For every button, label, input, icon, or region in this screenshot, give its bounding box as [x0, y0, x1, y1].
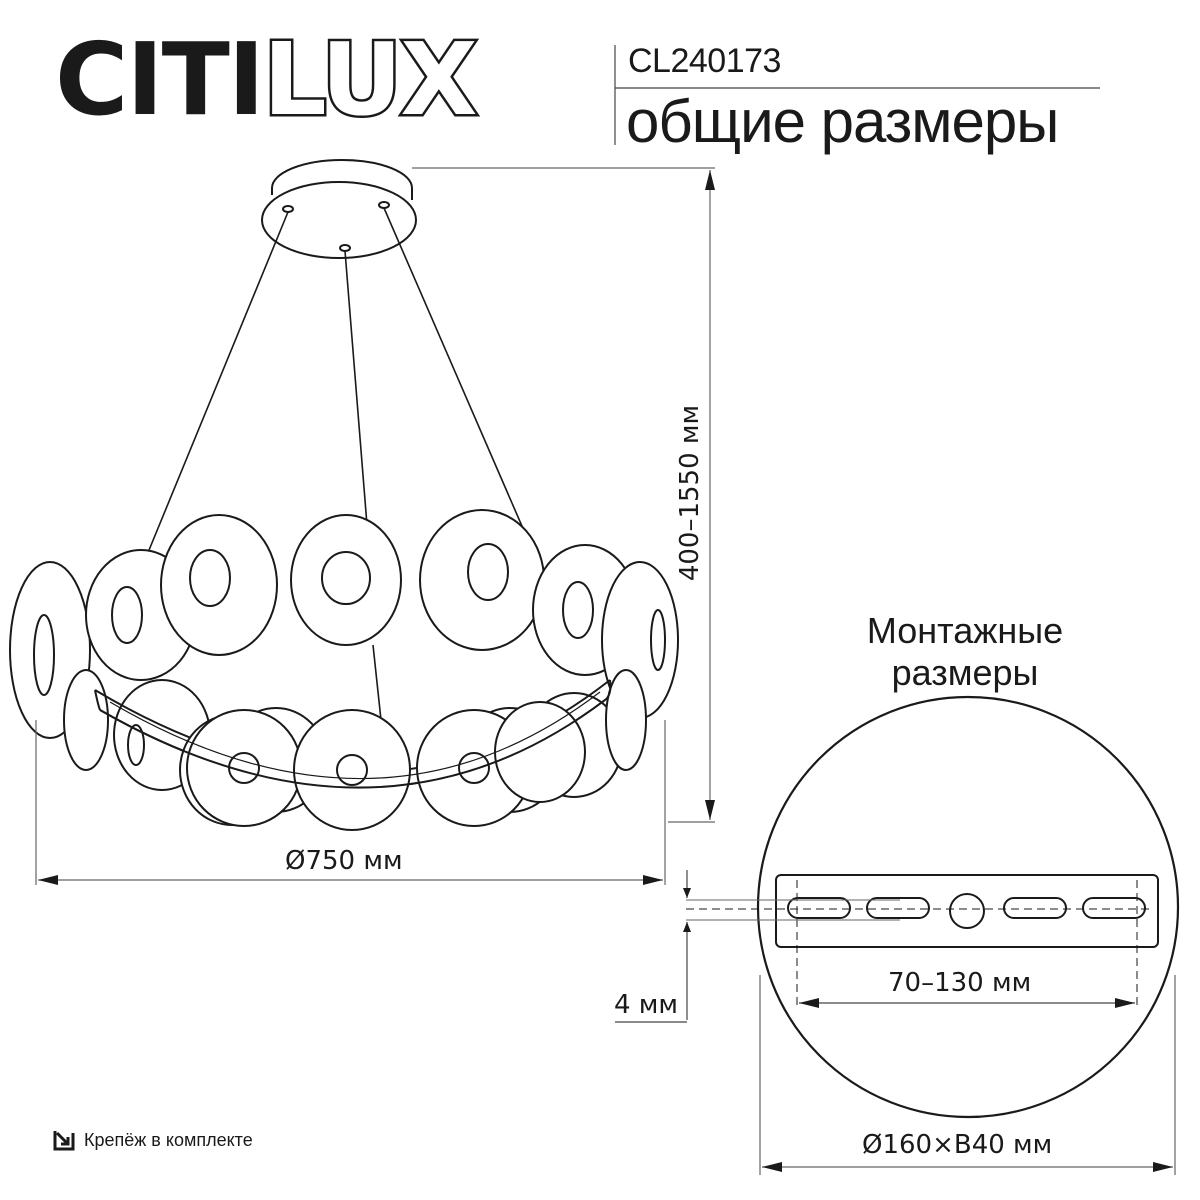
diameter-label: Ø750 мм [285, 846, 403, 876]
chandelier-drawing [9, 159, 679, 831]
mounting-title: Монтажные размеры [820, 610, 1110, 694]
spacing-label: 70–130 мм [888, 968, 1032, 998]
brand-logo-citi: CITI [55, 21, 265, 138]
mounting-title-line2: размеры [891, 652, 1039, 693]
canopy-dimension [759, 975, 1176, 1175]
footer-note: Крепёж в комплекте [52, 1128, 253, 1152]
height-dimension [412, 167, 715, 823]
thickness-dimension [615, 870, 691, 1023]
diameter-dimension [35, 720, 666, 885]
canopy-label: Ø160×В40 мм [862, 1130, 1053, 1160]
header-divider [614, 45, 1100, 145]
thickness-label: 4 мм [614, 990, 679, 1020]
brand-logo-lux: LUX [261, 21, 480, 138]
brand-logo: CITILUX [55, 27, 480, 132]
mounting-title-line1: Монтажные [866, 610, 1064, 651]
arrow-into-box-icon [53, 1131, 75, 1151]
footer-note-text: Крепёж в комплекте [84, 1129, 253, 1150]
mounting-plate-drawing [686, 695, 1180, 1119]
model-number: CL240173 [628, 42, 781, 80]
page-subtitle: общие размеры [626, 88, 1059, 155]
height-label: 400–1550 мм [675, 404, 705, 582]
